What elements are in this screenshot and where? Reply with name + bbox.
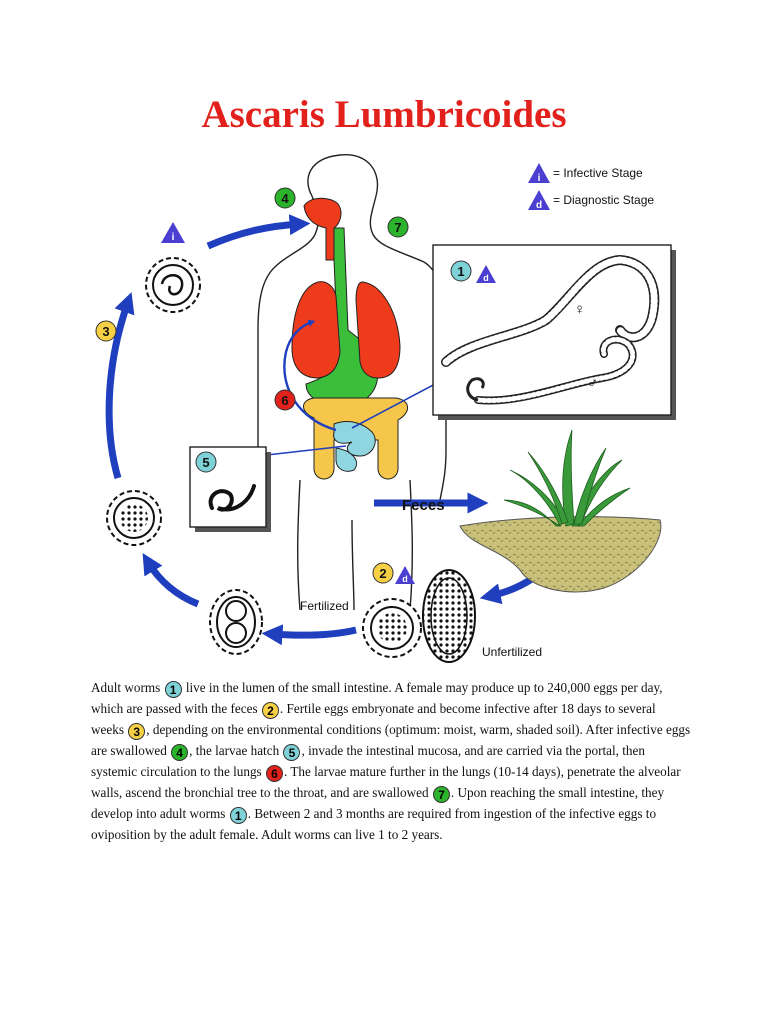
fertilized-egg-icon xyxy=(362,598,422,658)
cycle-arrows xyxy=(105,214,559,646)
stage-badge-3: 3 xyxy=(128,723,146,740)
legend: i = Infective Stage d = Diagnostic Stage xyxy=(528,163,654,211)
adult-worm-inset xyxy=(432,244,676,420)
unfertilized-egg-icon xyxy=(422,569,476,663)
svg-text:5: 5 xyxy=(202,455,209,470)
stage-marker-2: 2 d xyxy=(372,562,415,584)
larva-pointer xyxy=(257,445,347,457)
stage-marker-6: 6 xyxy=(274,389,296,411)
svg-text:d: d xyxy=(402,574,408,584)
stage-badge-1: 1 xyxy=(164,681,182,698)
fertilized-label: Fertilized xyxy=(300,599,349,613)
feces-label: Feces xyxy=(402,497,445,514)
svg-text:7: 7 xyxy=(394,220,401,235)
stage-marker-4: 4 xyxy=(274,187,296,209)
larva-icon xyxy=(208,484,256,512)
stage-badge-5: 5 xyxy=(283,744,301,761)
throat-organ xyxy=(303,197,342,261)
two-cell-egg-icon xyxy=(209,589,263,655)
infective-egg-icon xyxy=(145,257,201,313)
right-lung xyxy=(355,281,401,379)
stage-marker-3: 3 xyxy=(95,320,117,342)
infective-stage-label: = Infective Stage xyxy=(553,166,643,180)
soil-mound xyxy=(459,516,662,593)
small-intestine xyxy=(333,421,376,472)
grass-icon xyxy=(503,429,631,527)
description-text: Adult worms 1 live in the lumen of the s… xyxy=(91,680,691,842)
svg-text:3: 3 xyxy=(102,324,109,339)
stage-badge-4: 4 xyxy=(171,744,189,761)
embryonating-egg-icon xyxy=(106,490,162,546)
female-symbol: ♀ xyxy=(574,301,585,318)
stage-badge-6: 6 xyxy=(265,765,283,782)
stage-marker-7: 7 xyxy=(387,216,409,238)
infective-stage-marker: i xyxy=(161,222,185,243)
stage-badge-2: 2 xyxy=(261,702,279,719)
infective-triangle-icon xyxy=(528,163,550,183)
svg-text:1: 1 xyxy=(457,264,464,279)
unfertilized-label: Unfertilized xyxy=(482,645,542,659)
stage-marker-5: 5 xyxy=(195,451,217,473)
stage-badge-7: 7 xyxy=(432,786,450,803)
diagnostic-triangle-icon xyxy=(528,190,550,210)
svg-text:d: d xyxy=(483,273,489,283)
svg-text:2: 2 xyxy=(379,566,386,581)
diagnostic-symbol: d xyxy=(536,200,542,211)
larval-migration-path xyxy=(283,319,337,432)
page-title: Ascaris Lumbricoides xyxy=(201,93,567,136)
svg-text:i: i xyxy=(172,232,175,243)
stage-badge-1b: 1 xyxy=(229,807,247,824)
svg-text:4: 4 xyxy=(281,191,289,206)
stage-marker-1: 1 d xyxy=(450,260,496,283)
male-symbol: ♂ xyxy=(587,375,598,392)
diagnostic-stage-label: = Diagnostic Stage xyxy=(553,193,654,207)
svg-text:6: 6 xyxy=(281,393,288,408)
left-lung xyxy=(291,281,341,379)
infective-symbol: i xyxy=(538,173,541,184)
